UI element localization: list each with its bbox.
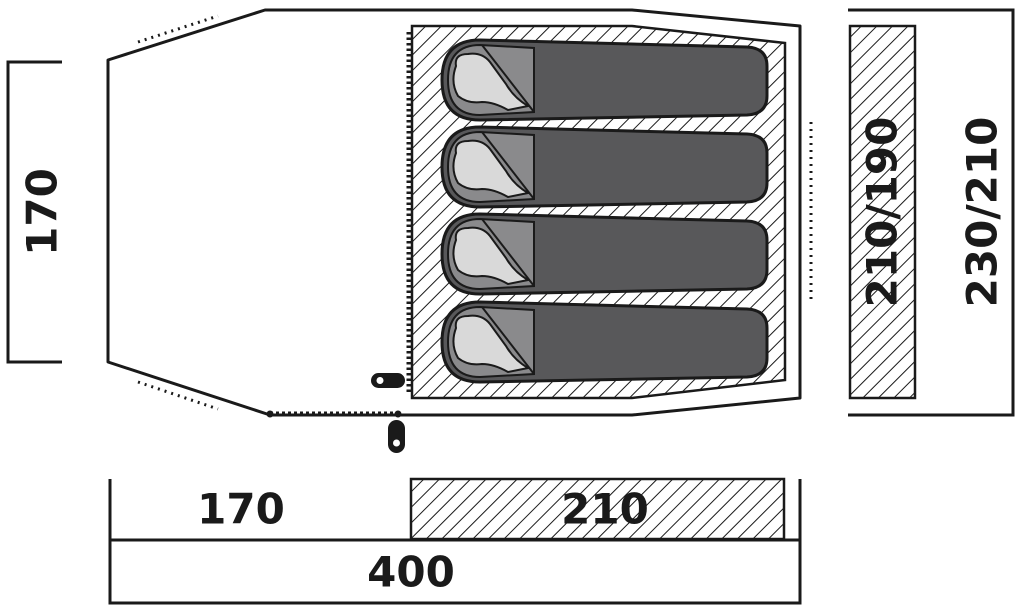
- sleeping-bag: [440, 125, 769, 209]
- outer-width-label: 230/210: [958, 117, 1007, 308]
- bag-fold-line: [481, 44, 535, 113]
- outer-width-bracket: [848, 8, 1015, 417]
- zipper-end-dot: [394, 410, 402, 418]
- zipper-end-dot: [266, 410, 274, 418]
- pillow: [452, 314, 531, 374]
- sleeping-bag: [440, 300, 769, 384]
- zipper-pull-icon: [371, 373, 405, 388]
- dimension-bracket-left: [6, 60, 62, 364]
- sleeping-bag: [440, 38, 769, 122]
- pillow: [452, 226, 531, 286]
- vestibule-width-label: 170: [18, 168, 67, 256]
- zipper-pull-icon: [388, 420, 405, 453]
- sleeping-bag: [440, 212, 769, 296]
- length-bracket: [108, 479, 802, 605]
- inner-width-box: [848, 24, 917, 400]
- sleeping-bags: [440, 38, 769, 384]
- vent-dots-top: [137, 14, 219, 44]
- pillow: [452, 52, 531, 112]
- vent-dots-bottom: [137, 380, 219, 411]
- inner-length-box: [409, 477, 786, 541]
- total-length-label: 400: [367, 548, 455, 597]
- bag-fold-line: [481, 306, 535, 375]
- bag-fold-line: [481, 218, 535, 287]
- bag-fold-line: [481, 131, 535, 200]
- inner-width-label: 210/190: [858, 117, 907, 308]
- pillow: [452, 139, 531, 199]
- vestibule-depth-label: 170: [197, 485, 285, 534]
- inner-length-label: 210: [561, 485, 649, 534]
